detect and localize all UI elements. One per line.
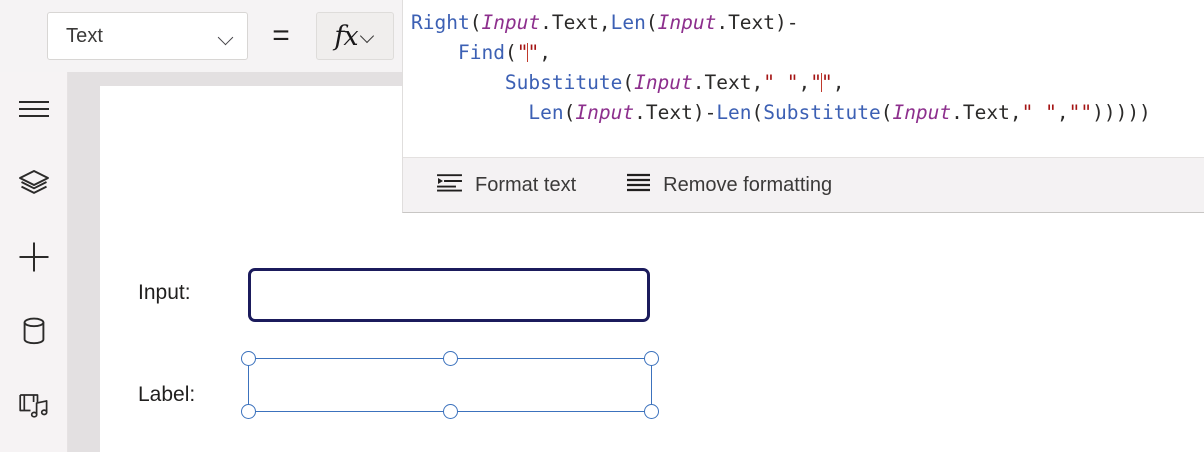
resize-handle-top-left[interactable] (241, 351, 256, 366)
property-dropdown-value: Text (66, 24, 104, 47)
equals-sign: = (272, 19, 290, 52)
formula-token: . (540, 11, 552, 34)
formula-token: " (516, 41, 529, 64)
sidebar-item-menu[interactable] (0, 83, 67, 135)
formula-token: Len (528, 101, 564, 124)
formula-token: Text (551, 11, 599, 34)
formula-token: . (951, 101, 963, 124)
resize-handle-bottom-left[interactable] (241, 404, 256, 419)
formula-token: " (820, 71, 833, 94)
chevron-down-icon (219, 32, 234, 41)
formula-token: Text (645, 101, 693, 124)
formula-token: ( (645, 11, 658, 34)
text-caret (820, 73, 822, 92)
formula-footer-bar: Format text Remove formatting (403, 157, 1204, 212)
formula-token: ( (880, 101, 893, 124)
formula-token: - (704, 101, 717, 124)
formula-line: Len(Input.Text)-Len(Substitute(Input.Tex… (411, 98, 1200, 128)
formula-token: Input (634, 71, 693, 94)
formula-token: ( (563, 101, 576, 124)
formula-token: Len (610, 11, 646, 34)
formula-token: , (539, 41, 551, 64)
formula-token: . (634, 101, 646, 124)
formula-token: . (692, 71, 705, 94)
formula-token: , (1056, 101, 1069, 124)
formula-token: Right (411, 11, 470, 34)
format-text-label: Format text (475, 173, 577, 196)
formula-token: ) (775, 11, 787, 34)
formula-token: " " (763, 71, 799, 94)
formula-token: , (832, 71, 845, 94)
formula-token: Text (704, 71, 752, 94)
formula-token: Text (728, 11, 776, 34)
label-control-selected[interactable] (241, 351, 659, 419)
formula-token: Input (481, 11, 541, 34)
formula-token: " " (1021, 101, 1057, 124)
fx-icon: fx (334, 20, 358, 52)
sidebar-item-media[interactable] (0, 379, 67, 431)
formula-token (411, 101, 528, 124)
resize-handle-top-center[interactable] (443, 351, 458, 366)
formula-token: ) (692, 101, 705, 124)
remove-formatting-label: Remove formatting (663, 173, 833, 196)
formula-token: , (598, 11, 611, 34)
resize-handle-top-right[interactable] (644, 351, 659, 366)
formula-line: Right(Input.Text,Len(Input.Text)- (411, 8, 1200, 38)
formula-token: . (716, 11, 729, 34)
formula-token: " (527, 41, 540, 64)
resize-handle-bottom-right[interactable] (644, 404, 659, 419)
chevron-down-icon (362, 32, 376, 40)
text-caret (527, 43, 529, 62)
input-textbox[interactable] (248, 268, 650, 322)
resize-handle-bottom-center[interactable] (443, 404, 458, 419)
media-icon (18, 390, 50, 420)
database-icon (21, 316, 47, 346)
formula-token: , (1009, 101, 1022, 124)
formula-token: , (751, 71, 764, 94)
formula-token: - (786, 11, 799, 34)
formula-token: ))))) (1092, 101, 1151, 124)
formula-line: Substitute(Input.Text," ","", (411, 68, 1200, 98)
formula-input[interactable]: Right(Input.Text,Len(Input.Text)- Find("… (411, 8, 1200, 128)
formula-token: Len (716, 101, 752, 124)
formula-token: Text (962, 101, 1010, 124)
remove-formatting-button[interactable]: Remove formatting (621, 165, 838, 205)
plus-icon (19, 242, 49, 272)
format-text-icon (437, 173, 462, 197)
formula-token: " (810, 71, 822, 94)
formula-token: Substitute (504, 71, 623, 94)
formula-token: Input (657, 11, 717, 34)
formula-editor-panel: Right(Input.Text,Len(Input.Text)- Find("… (402, 0, 1204, 213)
formula-token: Input (892, 101, 952, 124)
formula-token: Find (457, 41, 505, 64)
left-sidebar-rail (0, 72, 68, 452)
layers-icon (18, 168, 50, 196)
formula-line: Find("", (411, 38, 1200, 68)
formula-token: ( (469, 11, 482, 34)
sidebar-item-data[interactable] (0, 305, 67, 357)
remove-formatting-icon (627, 173, 651, 197)
input-field-caption: Input: (138, 281, 191, 304)
formula-token: Input (575, 101, 635, 124)
hamburger-menu-icon (18, 99, 49, 119)
label-field-caption: Label: (138, 383, 196, 406)
formula-token (411, 71, 505, 94)
sidebar-item-insert[interactable] (0, 231, 67, 283)
formula-token: ( (504, 41, 517, 64)
property-dropdown[interactable]: Text (47, 12, 248, 60)
formula-token (411, 41, 458, 64)
formula-token: Substitute (763, 101, 881, 124)
formula-token: ( (751, 101, 764, 124)
format-text-button[interactable]: Format text (431, 165, 582, 205)
sidebar-item-tree-view[interactable] (0, 156, 67, 208)
fx-button[interactable]: fx (316, 12, 394, 60)
formula-token: "" (1068, 101, 1093, 124)
formula-token: ( (622, 71, 635, 94)
formula-token: , (798, 71, 811, 94)
